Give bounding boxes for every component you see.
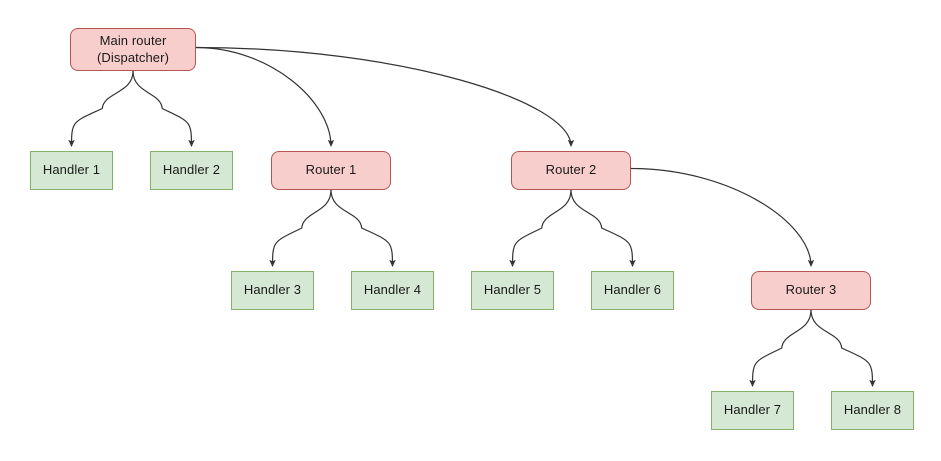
edge-router-3-to-handler-8 — [810, 309, 876, 387]
edge-router-2-to-handler-6 — [570, 189, 636, 267]
node-handler-7[interactable]: Handler 7 — [711, 391, 794, 430]
node-handler-6[interactable]: Handler 6 — [591, 271, 674, 310]
node-label: Handler 8 — [843, 402, 902, 418]
node-label: Router 1 — [305, 162, 357, 178]
node-handler-4[interactable]: Handler 4 — [351, 271, 434, 310]
node-main-router[interactable]: Main router (Dispatcher) — [70, 28, 196, 71]
node-label: Handler 5 — [483, 282, 542, 298]
edge-main-to-router-2 — [195, 46, 575, 147]
node-router-1[interactable]: Router 1 — [271, 151, 391, 190]
edge-router-1-to-handler-3 — [269, 189, 332, 267]
edge-router-1-to-handler-4 — [330, 189, 396, 267]
node-label: Handler 1 — [42, 162, 101, 178]
node-router-3[interactable]: Router 3 — [751, 271, 871, 310]
edge-main-to-router-1 — [195, 46, 335, 147]
node-router-2[interactable]: Router 2 — [511, 151, 631, 190]
node-label: Main router (Dispatcher) — [97, 33, 169, 65]
edge-main-to-handler-1 — [68, 70, 134, 147]
edge-main-to-handler-2 — [132, 70, 195, 147]
edge-paths — [68, 46, 876, 387]
edge-router-2-to-router-3 — [630, 167, 815, 267]
node-label: Router 2 — [545, 162, 597, 178]
node-label: Handler 2 — [162, 162, 221, 178]
node-handler-1[interactable]: Handler 1 — [30, 151, 113, 190]
node-label: Handler 6 — [603, 282, 662, 298]
node-label: Handler 3 — [243, 282, 302, 298]
node-handler-8[interactable]: Handler 8 — [831, 391, 914, 430]
node-label: Router 3 — [785, 282, 837, 298]
node-handler-2[interactable]: Handler 2 — [150, 151, 233, 190]
edge-router-2-to-handler-5 — [509, 189, 572, 267]
node-label: Handler 4 — [363, 282, 422, 298]
node-handler-3[interactable]: Handler 3 — [231, 271, 314, 310]
node-label: Handler 7 — [723, 402, 782, 418]
edge-router-3-to-handler-7 — [749, 309, 812, 387]
node-handler-5[interactable]: Handler 5 — [471, 271, 554, 310]
